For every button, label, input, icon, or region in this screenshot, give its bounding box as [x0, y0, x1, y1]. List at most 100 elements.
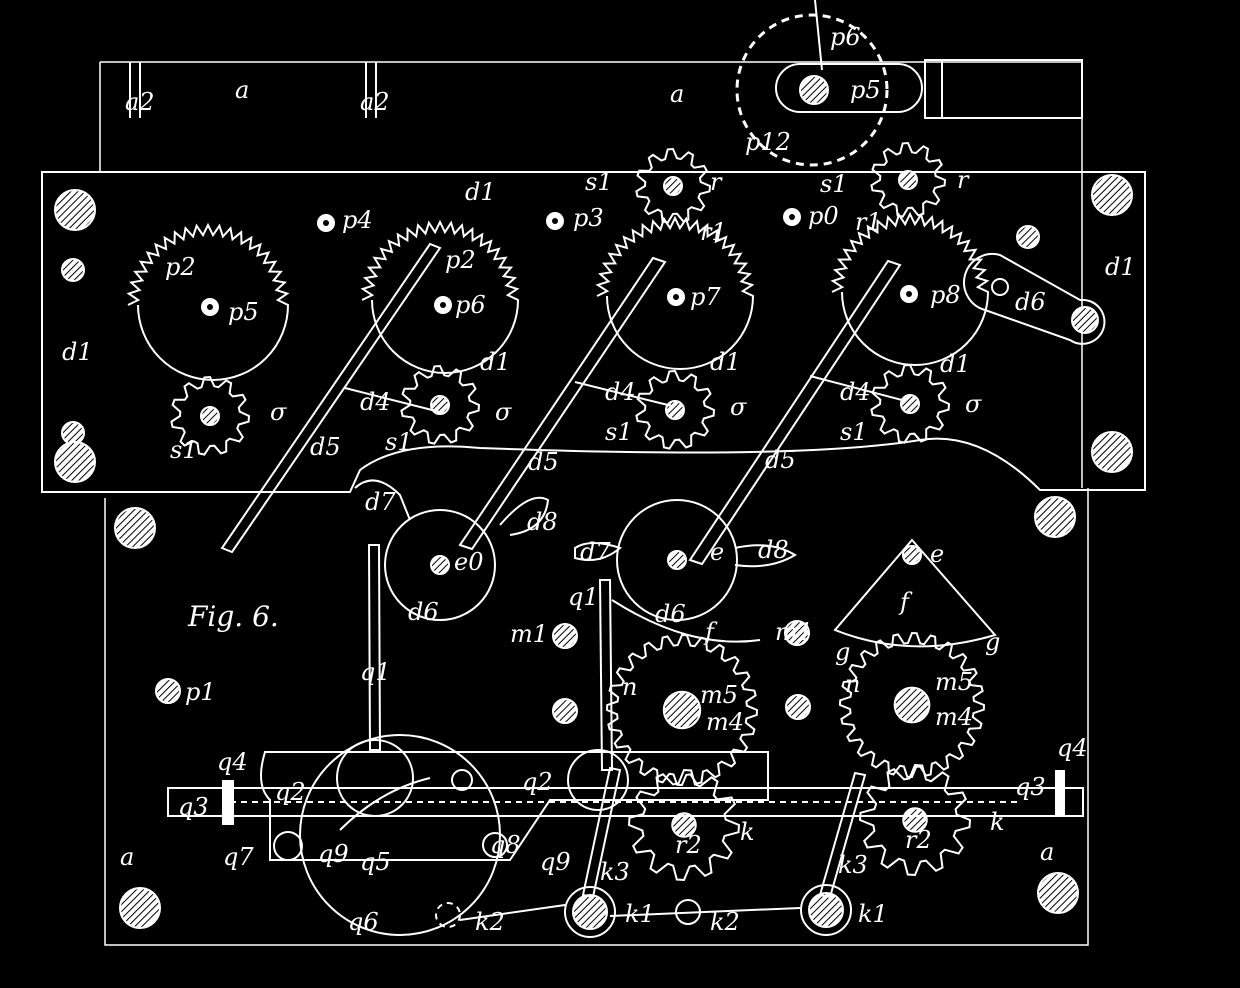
hole — [54, 441, 96, 483]
label-p4: p4 — [342, 206, 373, 234]
pin-q7 — [273, 831, 303, 861]
label-m4-1: m4 — [706, 708, 744, 736]
label-k2-2: k2 — [710, 908, 740, 936]
hole-p1 — [155, 678, 181, 704]
gear-r2-left-hub — [671, 812, 697, 838]
label-d8-left: d8 — [527, 508, 558, 536]
hole — [114, 507, 156, 549]
label-d1-left: d1 — [62, 338, 93, 366]
label-n-1: n — [622, 673, 637, 701]
label-m5-2: m5 — [935, 668, 973, 696]
label-q9-2: q9 — [540, 848, 571, 876]
label-d1-4: d1 — [940, 350, 971, 378]
gear-r-2-hub — [898, 170, 918, 190]
label-a2-left: a2 — [125, 88, 155, 116]
sector-f-pivot — [902, 545, 922, 565]
label-q1-right: q1 — [568, 583, 599, 611]
label-d1-3: d1 — [710, 348, 741, 376]
gear-r-2 — [870, 141, 947, 218]
label-e0: e0 — [454, 548, 483, 576]
label-q4-left: q4 — [217, 748, 248, 776]
rod-q1-right — [598, 579, 614, 771]
label-s1-3: s1 — [170, 436, 198, 464]
hole — [1091, 174, 1133, 216]
disc-d6-right-pivot — [667, 550, 687, 570]
pin-p8-center — [906, 291, 912, 297]
label-a-top: a — [670, 80, 684, 108]
label-e-1: e — [710, 538, 724, 566]
label-q3-left: q3 — [178, 793, 209, 821]
label-a-bottom-right: a — [1040, 838, 1054, 866]
label-d5-1: d5 — [310, 433, 341, 461]
gear-sigma-3-hub — [665, 400, 685, 420]
hole-m1 — [552, 623, 578, 649]
label-p3: p3 — [573, 204, 604, 232]
gear-p2-4 — [830, 211, 990, 366]
label-q2-left: q2 — [275, 778, 306, 806]
label-a-bottom-left: a — [120, 843, 134, 871]
label-r2-1: r2 — [675, 831, 702, 859]
pin-center — [552, 218, 558, 224]
label-k3-2: k3 — [838, 851, 868, 879]
label-d8-right: d8 — [758, 536, 789, 564]
d7-right — [574, 542, 623, 561]
gear-m4-right — [838, 631, 986, 779]
pin-center — [323, 220, 329, 226]
label-d1-right: d1 — [1105, 253, 1136, 281]
lever-d5-1 — [220, 242, 442, 554]
label-d6-mid: d6 — [655, 600, 686, 628]
label-s1-6: s1 — [840, 418, 868, 446]
gear-r2-right-hub — [902, 807, 928, 833]
label-p6-top: p6 — [830, 23, 861, 51]
label-d1-2: d1 — [480, 348, 511, 376]
label-g-1: g — [985, 628, 1000, 656]
clip-q4-left — [222, 780, 234, 825]
gear-p2-3 — [595, 215, 755, 370]
rod-q1-left — [367, 544, 382, 751]
label-e-2: e — [930, 540, 944, 568]
label-q4-right: q4 — [1057, 734, 1088, 762]
gear-sigma-1 — [170, 375, 251, 456]
dashed-wheel-p12 — [735, 13, 889, 167]
label-s1-5: s1 — [605, 418, 633, 446]
label-q3-right: q3 — [1015, 773, 1046, 801]
label-r1-2: r1 — [855, 208, 882, 236]
label-q8: q8 — [490, 831, 521, 859]
gear-sigma-2-hub — [430, 395, 450, 415]
slide-plate — [260, 751, 769, 861]
gear-m4-left — [605, 633, 759, 787]
label-d6-right: d6 — [1015, 288, 1046, 316]
label-sigma-4: σ — [965, 390, 982, 418]
label-q5: q5 — [360, 848, 391, 876]
slot-block — [924, 59, 1083, 119]
gear-train — [126, 141, 990, 882]
hole — [54, 189, 96, 231]
gear-sigma-1-hub — [200, 406, 220, 426]
label-q9-1: q9 — [318, 840, 349, 868]
label-r1-1: r1 — [700, 218, 727, 246]
label-d4-1: d4 — [360, 388, 391, 416]
label-d5-3: d5 — [765, 446, 796, 474]
lever-top — [814, 0, 823, 71]
gear-r-1-hub — [663, 176, 683, 196]
label-r-1: r — [710, 168, 723, 196]
hole-m1 — [784, 620, 810, 646]
label-r2-2: r2 — [905, 826, 932, 854]
label-k1-2: k1 — [858, 900, 888, 928]
disc-q2 — [336, 739, 414, 817]
rod-k3-left — [581, 766, 622, 899]
label-p2-1: p2 — [165, 253, 196, 281]
pivot-p5-top — [799, 75, 829, 105]
label-a2-mid: a2 — [360, 88, 390, 116]
pivot-k1-left — [572, 894, 608, 930]
pivot-k1-right-ring — [800, 884, 852, 936]
label-k-2: k — [990, 808, 1005, 836]
label-m1-2: m1 — [775, 618, 813, 646]
bar-d1 — [41, 171, 1146, 493]
label-s1-2: s1 — [820, 170, 848, 198]
label-q2-mid: q2 — [522, 768, 553, 796]
gear-sigma-3 — [635, 369, 716, 450]
pivot-k1-left-ring — [564, 886, 616, 938]
